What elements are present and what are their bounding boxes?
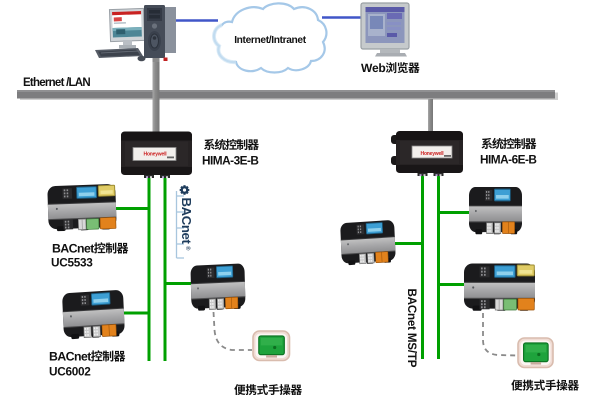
svg-text:®: ®: [184, 246, 191, 251]
svg-text:BACnet MS/TP: BACnet MS/TP: [405, 289, 418, 368]
svg-text:HIMA-6E-B: HIMA-6E-B: [480, 153, 536, 167]
svg-text:Honeywell: Honeywell: [144, 152, 168, 158]
svg-text:HIMA-3E-B: HIMA-3E-B: [202, 154, 258, 168]
svg-text:UC6002: UC6002: [49, 365, 91, 379]
svg-text:UC5533: UC5533: [51, 256, 93, 270]
svg-text:Ethernet /LAN: Ethernet /LAN: [23, 77, 90, 89]
svg-text:BACnet: BACnet: [179, 198, 194, 245]
svg-text:Internet/Intranet: Internet/Intranet: [234, 35, 307, 46]
svg-text:Honeywell: Honeywell: [421, 151, 445, 157]
